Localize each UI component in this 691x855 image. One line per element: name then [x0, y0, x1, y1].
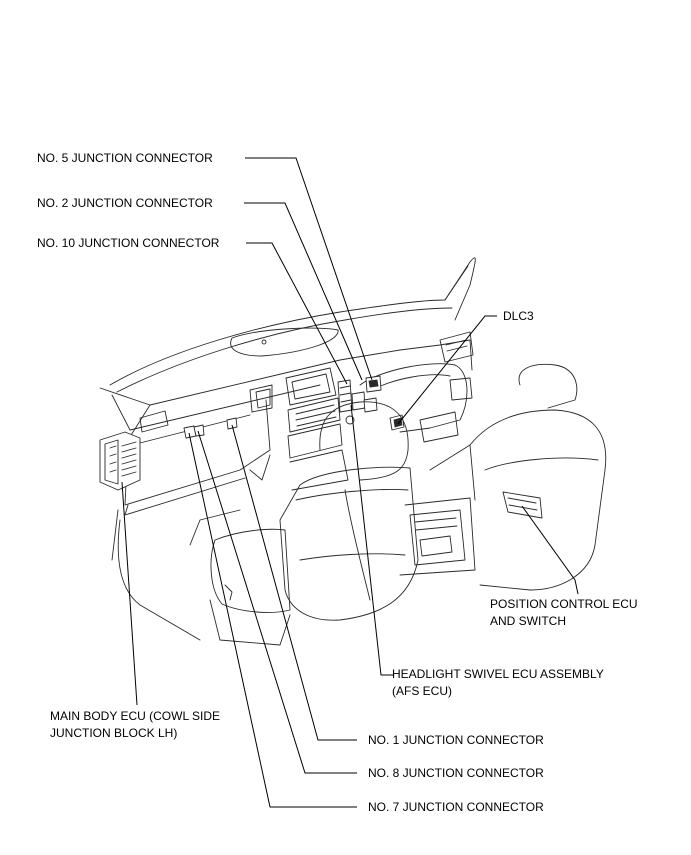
label-no10-text: NO. 10 JUNCTION CONNECTOR: [37, 236, 220, 250]
label-headlight-ecu-line1: HEADLIGHT SWIVEL ECU ASSEMBLY: [392, 667, 604, 681]
leader-dlc3: [397, 315, 497, 425]
glovebox-connectors: [183, 417, 238, 439]
label-headlight-ecu-line2: (AFS ECU): [392, 684, 452, 698]
label-headlight-swivel-ecu: HEADLIGHT SWIVEL ECU ASSEMBLY (AFS ECU): [392, 666, 604, 700]
label-no8-junction-connector: NO. 8 JUNCTION CONNECTOR: [368, 765, 544, 782]
leader-position-ecu: [521, 505, 579, 595]
windshield-outline: [109, 257, 476, 393]
label-no8-text: NO. 8 JUNCTION CONNECTOR: [368, 766, 544, 780]
label-no10-junction-connector: NO. 10 JUNCTION CONNECTOR: [37, 235, 219, 252]
leader-no7: [188, 432, 357, 808]
label-no2-text: NO. 2 JUNCTION CONNECTOR: [37, 196, 213, 210]
label-position-ecu-line2: AND SWITCH: [490, 614, 566, 628]
main-body-ecu-illustration: [99, 431, 141, 491]
label-no1-junction-connector: NO. 1 JUNCTION CONNECTOR: [368, 732, 544, 749]
leader-headlight-ecu: [350, 404, 393, 676]
label-no2-junction-connector: NO. 2 JUNCTION CONNECTOR: [37, 195, 213, 212]
leader-no8: [197, 430, 357, 774]
label-no7-text: NO. 7 JUNCTION CONNECTOR: [368, 800, 544, 814]
floor-outline: [111, 454, 371, 641]
leader-no1: [231, 424, 357, 741]
label-dlc3-text: DLC3: [503, 309, 534, 323]
label-dlc3: DLC3: [503, 308, 534, 325]
label-position-control-ecu: POSITION CONTROL ECU AND SWITCH: [490, 596, 638, 630]
label-no7-junction-connector: NO. 7 JUNCTION CONNECTOR: [368, 799, 544, 816]
leader-no2: [244, 202, 363, 381]
leader-no5: [245, 157, 373, 381]
leader-main-body-ecu: [121, 481, 138, 706]
label-main-body-ecu-line2: JUNCTION BLOCK LH): [50, 726, 178, 740]
label-no1-text: NO. 1 JUNCTION CONNECTOR: [368, 733, 544, 747]
front-seat: [209, 401, 419, 646]
junction-connectors-center: [337, 375, 382, 425]
center-console: [285, 367, 476, 576]
label-no5-text: NO. 5 JUNCTION CONNECTOR: [37, 151, 213, 165]
right-seat: [429, 363, 607, 591]
dashboard: [99, 327, 473, 516]
label-main-body-ecu-line1: MAIN BODY ECU (COWL SIDE: [50, 709, 221, 723]
label-no5-junction-connector: NO. 5 JUNCTION CONNECTOR: [37, 150, 213, 167]
label-position-ecu-line1: POSITION CONTROL ECU: [490, 597, 638, 611]
leader-lines: [121, 157, 579, 808]
label-main-body-ecu: MAIN BODY ECU (COWL SIDE JUNCTION BLOCK …: [50, 708, 220, 742]
leader-no10: [246, 242, 348, 385]
